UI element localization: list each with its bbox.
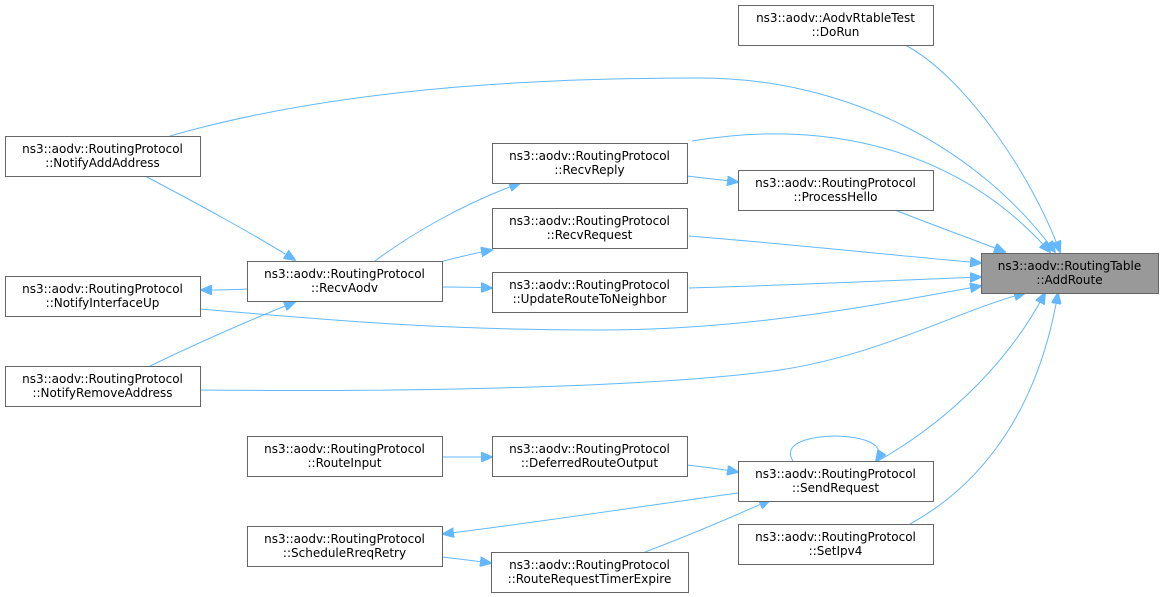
edge-recvrequest-to-addroute — [688, 235, 981, 263]
node-class-label: ns3::aodv::RoutingProtocol — [509, 442, 670, 456]
edge-recvaodv-to-updateroutetoneighbor — [441, 287, 492, 288]
nodes-layer: ns3::aodv::RoutingTable::AddRoutens3::ao… — [5, 5, 1159, 593]
node-class-label: ns3::aodv::RoutingProtocol — [509, 214, 670, 228]
edge-dorun-to-addroute — [902, 43, 1060, 252]
edge-notifyremoveaddress-to-recvaodv — [149, 302, 295, 367]
node-box — [5, 276, 201, 317]
node-notifyremoveaddress[interactable]: ns3::aodv::RoutingProtocol::NotifyRemove… — [5, 366, 201, 407]
node-routeinput[interactable]: ns3::aodv::RoutingProtocol::RouteInput — [247, 436, 443, 477]
node-recvrequest[interactable]: ns3::aodv::RoutingProtocol::RecvRequest — [492, 208, 688, 249]
node-box — [5, 136, 201, 177]
edge-recvreply-to-addroute — [691, 133, 1050, 252]
node-recvaodv[interactable]: ns3::aodv::RoutingProtocol::RecvAodv — [247, 261, 443, 302]
node-method-label: ::SetIpv4 — [809, 544, 863, 558]
node-recvreply[interactable]: ns3::aodv::RoutingProtocol::RecvReply — [492, 143, 688, 184]
edge-recvaodv-to-recvreply — [374, 183, 520, 262]
edge-setipv4-to-addroute — [909, 293, 1058, 525]
edge-deferredrouteoutput-to-sendrequest — [686, 464, 738, 472]
node-method-label: ::NotifyInterfaceUp — [46, 296, 160, 310]
edge-sendrequest-to-addroute — [877, 293, 1045, 462]
node-box — [738, 524, 934, 565]
node-class-label: ns3::aodv::RoutingProtocol — [264, 442, 425, 456]
node-class-label: ns3::aodv::RoutingProtocol — [509, 558, 670, 572]
edge-sendrequest-to-sendrequest — [790, 435, 878, 461]
node-box — [492, 208, 688, 249]
edge-notifyaddaddress-to-recvaodv — [144, 175, 295, 260]
edge-notifyaddaddress-to-addroute — [169, 77, 1055, 252]
node-setipv4[interactable]: ns3::aodv::RoutingProtocol::SetIpv4 — [738, 524, 934, 565]
node-method-label: ::RouteInput — [308, 456, 382, 470]
node-box — [492, 143, 688, 184]
node-box — [247, 436, 443, 477]
node-class-label: ns3::aodv::AodvRtableTest — [756, 11, 915, 25]
node-notifyinterfaceup[interactable]: ns3::aodv::RoutingProtocol::NotifyInterf… — [5, 276, 201, 317]
node-box — [247, 261, 443, 302]
node-class-label: ns3::aodv::RoutingProtocol — [264, 532, 425, 546]
node-box — [738, 461, 934, 502]
node-method-label: ::DoRun — [812, 25, 860, 39]
node-box — [492, 272, 688, 313]
edge-recvaodv-to-recvrequest — [439, 250, 492, 263]
node-box — [492, 436, 688, 477]
node-method-label: ::DeferredRouteOutput — [521, 456, 659, 470]
node-class-label: ns3::aodv::RoutingTable — [998, 259, 1141, 273]
node-method-label: ::NotifyAddAddress — [45, 156, 160, 170]
node-method-label: ::NotifyRemoveAddress — [32, 386, 172, 400]
node-box — [247, 526, 443, 567]
node-class-label: ns3::aodv::RoutingProtocol — [22, 142, 183, 156]
node-method-label: ::RecvReply — [554, 163, 624, 177]
node-notifyaddaddress[interactable]: ns3::aodv::RoutingProtocol::NotifyAddAdd… — [5, 136, 201, 177]
node-class-label: ns3::aodv::RoutingProtocol — [22, 372, 183, 386]
node-sendrequest[interactable]: ns3::aodv::RoutingProtocol::SendRequest — [738, 461, 934, 502]
node-class-label: ns3::aodv::RoutingProtocol — [22, 282, 183, 296]
node-method-label: ::UpdateRouteToNeighbor — [513, 292, 667, 306]
edge-updateroutetoneighbor-to-addroute — [688, 277, 981, 289]
node-class-label: ns3::aodv::RoutingProtocol — [264, 267, 425, 281]
node-box — [738, 170, 934, 211]
node-addroute[interactable]: ns3::aodv::RoutingTable::AddRoute — [981, 253, 1159, 294]
edge-processhello-to-addroute — [894, 209, 1005, 252]
node-method-label: ::RecvAodv — [311, 281, 378, 295]
edge-schedulerreqretry-to-routerequesttimerexpire — [441, 556, 491, 563]
node-class-label: ns3::aodv::RoutingProtocol — [755, 467, 916, 481]
node-deferredrouteoutput[interactable]: ns3::aodv::RoutingProtocol::DeferredRout… — [492, 436, 688, 477]
node-method-label: ::SendRequest — [792, 481, 879, 495]
node-class-label: ns3::aodv::RoutingProtocol — [755, 530, 916, 544]
node-updateroutetoneighbor[interactable]: ns3::aodv::RoutingProtocol::UpdateRouteT… — [492, 272, 688, 313]
node-box — [5, 366, 201, 407]
node-schedulerreqretry[interactable]: ns3::aodv::RoutingProtocol::ScheduleRreq… — [247, 526, 443, 567]
node-processhello[interactable]: ns3::aodv::RoutingProtocol::ProcessHello — [738, 170, 934, 211]
node-method-label: ::AddRoute — [1036, 273, 1102, 287]
node-dorun[interactable]: ns3::aodv::AodvRtableTest::DoRun — [738, 5, 934, 46]
node-class-label: ns3::aodv::RoutingProtocol — [509, 278, 670, 292]
edge-notifyinterfaceup-to-addroute — [199, 286, 981, 331]
node-box — [738, 5, 934, 46]
node-method-label: ::RouteRequestTimerExpire — [508, 572, 672, 586]
node-method-label: ::ProcessHello — [793, 190, 877, 204]
edge-routerequesttimerexpire-to-sendrequest — [644, 500, 770, 553]
node-class-label: ns3::aodv::RoutingProtocol — [509, 149, 670, 163]
edge-sendrequest-to-schedulerreqretry — [443, 492, 739, 534]
edge-recvaodv-to-notifyinterfaceup — [201, 289, 248, 290]
edges-layer — [144, 43, 1060, 563]
node-routerequesttimerexpire[interactable]: ns3::aodv::RoutingProtocol::RouteRequest… — [491, 552, 689, 593]
node-class-label: ns3::aodv::RoutingProtocol — [755, 176, 916, 190]
node-method-label: ::ScheduleRreqRetry — [283, 546, 406, 560]
edge-recvreply-to-processhello — [686, 175, 738, 182]
edge-notifyremoveaddress-to-addroute — [199, 293, 1025, 391]
node-box — [981, 253, 1159, 294]
node-box — [491, 552, 689, 593]
node-method-label: ::RecvRequest — [547, 228, 633, 242]
